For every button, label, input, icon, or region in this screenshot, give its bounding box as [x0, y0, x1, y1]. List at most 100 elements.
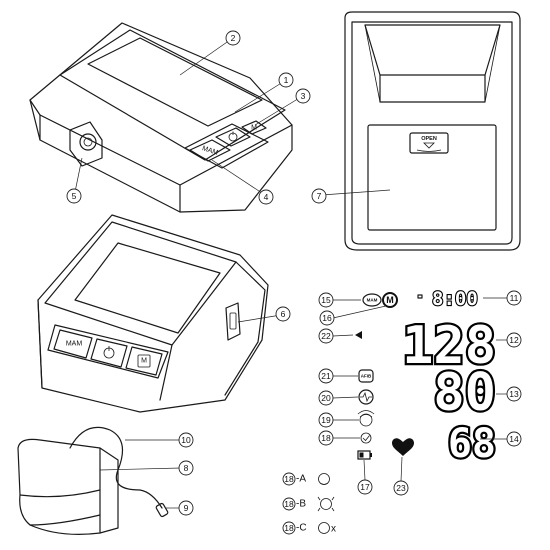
callout-2: 2 [225, 30, 241, 46]
callout-18: 18 [318, 430, 334, 446]
svg-text:22: 22 [321, 331, 331, 341]
svg-text:M: M [141, 358, 147, 365]
side-port [225, 302, 241, 341]
lcd-display-panel: 8:00 MAM M 128 80 68 AFIB [355, 287, 498, 469]
svg-text:3: 3 [301, 91, 306, 101]
svg-text:4: 4 [264, 192, 269, 202]
legend-row-c: 18 -C x [282, 521, 336, 535]
svg-text:6: 6 [281, 309, 286, 319]
lcd-memory-indicator [417, 294, 423, 299]
monitor-side-view: MAM M [37, 214, 269, 413]
monitor-back-view: OPEN [344, 11, 521, 251]
lcd-systolic-readout: 128 [402, 316, 496, 376]
callout-8: 8 [178, 460, 194, 476]
monitor-front-view: MAM M [29, 22, 293, 213]
svg-text:AFIB: AFIB [361, 374, 372, 379]
svg-text:18: 18 [284, 523, 294, 533]
svg-text:16: 16 [322, 313, 332, 323]
callout-12: 12 [506, 332, 522, 348]
svg-text:20: 20 [321, 393, 331, 403]
arm-cuff [17, 426, 169, 535]
lcd-cuff-check-icon [360, 432, 372, 444]
mam-button: MAM [189, 139, 231, 162]
lcd-mam-icon: MAM [362, 293, 382, 307]
callout-14: 14 [506, 431, 522, 447]
svg-text:21: 21 [321, 371, 331, 381]
callout-19: 19 [318, 412, 334, 428]
lcd-pressure-arrow-icon [355, 331, 362, 339]
svg-text:MAM: MAM [201, 145, 219, 157]
svg-text:17: 17 [360, 482, 370, 492]
callout-3: 3 [295, 88, 311, 104]
callout-1: 1 [278, 72, 294, 88]
lcd-movement-icon [357, 410, 375, 427]
svg-text:MAM: MAM [367, 298, 378, 303]
svg-text:14: 14 [509, 434, 519, 444]
svg-text:18: 18 [284, 474, 294, 484]
svg-text:19: 19 [321, 415, 331, 425]
battery-compartment-door: OPEN [367, 124, 497, 231]
legend-row-b: 18 -B [282, 496, 335, 512]
cuff-loose-icon [320, 498, 332, 510]
svg-text:OPEN: OPEN [421, 136, 437, 142]
lcd-memory-icon: M [382, 292, 398, 308]
callout-5: 5 [66, 188, 82, 204]
memory-button: M [241, 120, 267, 135]
callout-22: 22 [318, 328, 334, 344]
svg-text:x: x [331, 524, 336, 535]
svg-text:11: 11 [510, 293, 519, 303]
air-tube [69, 426, 163, 509]
cuff-error-icon [318, 522, 330, 534]
callout-11: 11 [506, 290, 522, 306]
svg-text:18: 18 [321, 433, 331, 443]
leader-lines [74, 39, 508, 509]
callout-15: 15 [318, 292, 334, 308]
svg-text:10: 10 [181, 435, 191, 445]
callout-23: 23 [393, 480, 409, 496]
callout-6: 6 [275, 306, 291, 322]
callout-21: 21 [318, 368, 334, 384]
tube-connector [155, 502, 169, 518]
svg-text:MAM: MAM [66, 341, 83, 348]
callout-9: 9 [178, 500, 194, 516]
callout-4: 4 [258, 189, 274, 205]
mam-button-side: MAM [53, 329, 93, 359]
lcd-screen-outline [87, 37, 263, 127]
svg-text:M: M [386, 295, 394, 305]
callout-7: 7 [311, 188, 327, 204]
svg-text:M: M [251, 125, 257, 132]
svg-text:-B: -B [296, 499, 306, 510]
lcd-afib-icon: AFIB [358, 369, 374, 383]
lcd-heart-icon [392, 438, 414, 456]
callout-13: 13 [506, 386, 522, 402]
svg-text:5: 5 [72, 191, 77, 201]
svg-text:2: 2 [231, 33, 236, 43]
svg-text:12: 12 [509, 335, 519, 345]
svg-text:9: 9 [184, 503, 189, 513]
svg-text:7: 7 [317, 191, 322, 201]
power-button [215, 127, 251, 147]
callout-17: 17 [357, 479, 373, 495]
power-button-side [90, 338, 128, 368]
svg-text:23: 23 [396, 483, 406, 493]
svg-text:18: 18 [284, 499, 294, 509]
lcd-screen-outline-side [74, 242, 221, 334]
lcd-pulse-readout: 68 [448, 421, 496, 467]
callout-20: 20 [318, 390, 334, 406]
svg-text:-C: -C [296, 523, 307, 534]
lcd-time-readout: 8:00 [432, 288, 478, 310]
lcd-irregular-heartbeat-icon [358, 389, 374, 405]
svg-text:-A: -A [296, 474, 306, 485]
memory-button-side: M [125, 346, 163, 376]
svg-text:1: 1 [284, 75, 289, 85]
lcd-battery-icon [357, 450, 372, 460]
legend-row-a: 18 -A [282, 472, 330, 486]
svg-text:8: 8 [184, 463, 189, 473]
lcd-diastolic-readout: 80 [433, 363, 496, 423]
cuff-fit-legend: 18 -A 18 -B 18 -C x [282, 472, 336, 535]
callout-16: 16 [319, 310, 335, 326]
svg-text:13: 13 [509, 389, 519, 399]
callout-10: 10 [178, 432, 194, 448]
svg-text:15: 15 [321, 295, 331, 305]
